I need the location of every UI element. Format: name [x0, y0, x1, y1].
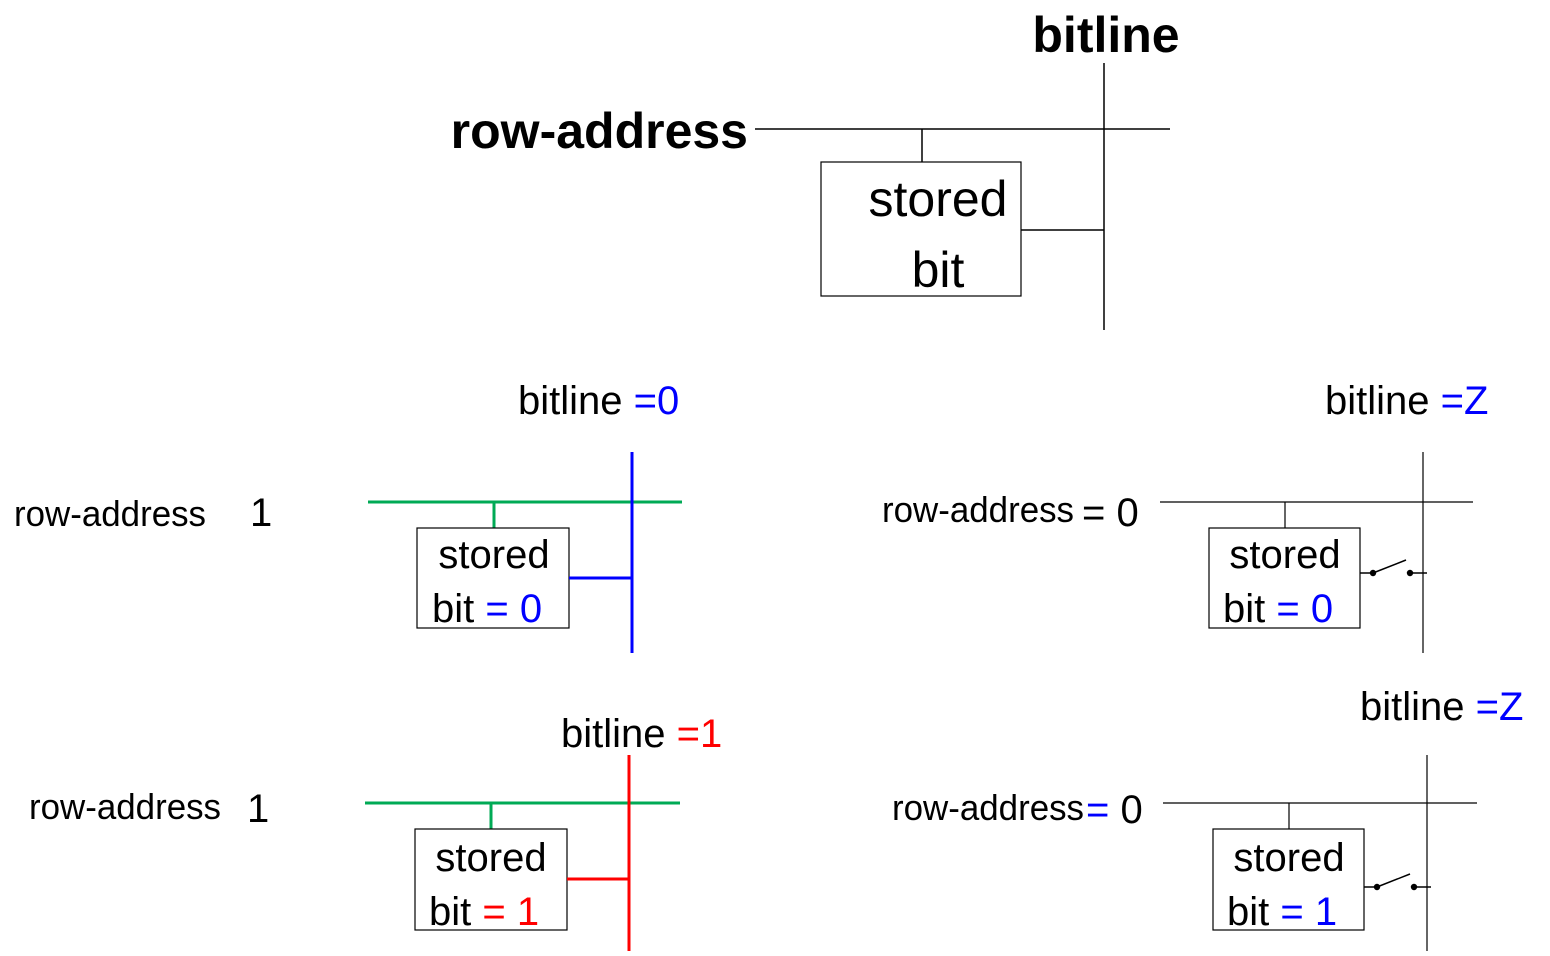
- panel-read-zero: bitline =0 row-address 1 stored bit = 0: [14, 379, 682, 653]
- panel0-cell-line2: bit = 0: [432, 587, 542, 631]
- panel2-row-label: row-address: [29, 786, 221, 827]
- panel1-row-label: row-address: [882, 489, 1074, 530]
- panel1-cell-line2: bit = 0: [1223, 587, 1333, 631]
- panel1-open-switch-icon: [1360, 559, 1427, 577]
- panel2-cell-line2: bit = 1: [429, 890, 539, 934]
- top-cell-line1: stored: [869, 171, 1008, 227]
- panel1-row-value: = 0: [1082, 491, 1139, 535]
- panel3-open-switch-icon: [1364, 873, 1431, 891]
- panel0-cell-line1: stored: [438, 533, 549, 577]
- panel1-bitline-label: bitline =Z: [1325, 379, 1488, 423]
- panel0-cell-box: [416, 527, 570, 629]
- panel2-cell-line1: stored: [435, 836, 546, 880]
- panel3-row-value: = 0: [1086, 788, 1143, 832]
- generic-cell: bitline row-address stored bit: [451, 7, 1180, 330]
- panel1-cell-line1: stored: [1229, 533, 1340, 577]
- panel-read-one: bitline =1 row-address 1 stored bit = 1: [29, 712, 722, 951]
- panel-idle-zero: bitline =Z row-address = 0 stored bit = …: [882, 379, 1488, 653]
- panel3-cell-line2: bit = 1: [1227, 890, 1337, 934]
- panel0-bitline-label: bitline =0: [518, 379, 679, 423]
- top-cell-box: [820, 161, 1022, 297]
- panel2-bitline-label: bitline =1: [561, 712, 722, 756]
- panel0-row-label: row-address: [14, 493, 206, 534]
- panel3-cell-box: [1212, 828, 1365, 931]
- panel3-row-label: row-address: [892, 787, 1084, 828]
- top-bitline-label: bitline: [1032, 7, 1179, 63]
- top-cell-line2: bit: [912, 242, 965, 298]
- panel2-row-value: 1: [247, 787, 269, 831]
- panel3-bitline-label: bitline =Z: [1360, 685, 1523, 729]
- top-row-address-label: row-address: [451, 103, 748, 159]
- panel3-cell-line1: stored: [1233, 836, 1344, 880]
- panel-idle-one: bitline =Z row-address = 0 stored bit = …: [892, 685, 1523, 951]
- panel2-cell-box: [414, 828, 568, 931]
- panel1-cell-box: [1208, 527, 1361, 629]
- panel0-row-value: 1: [250, 491, 272, 535]
